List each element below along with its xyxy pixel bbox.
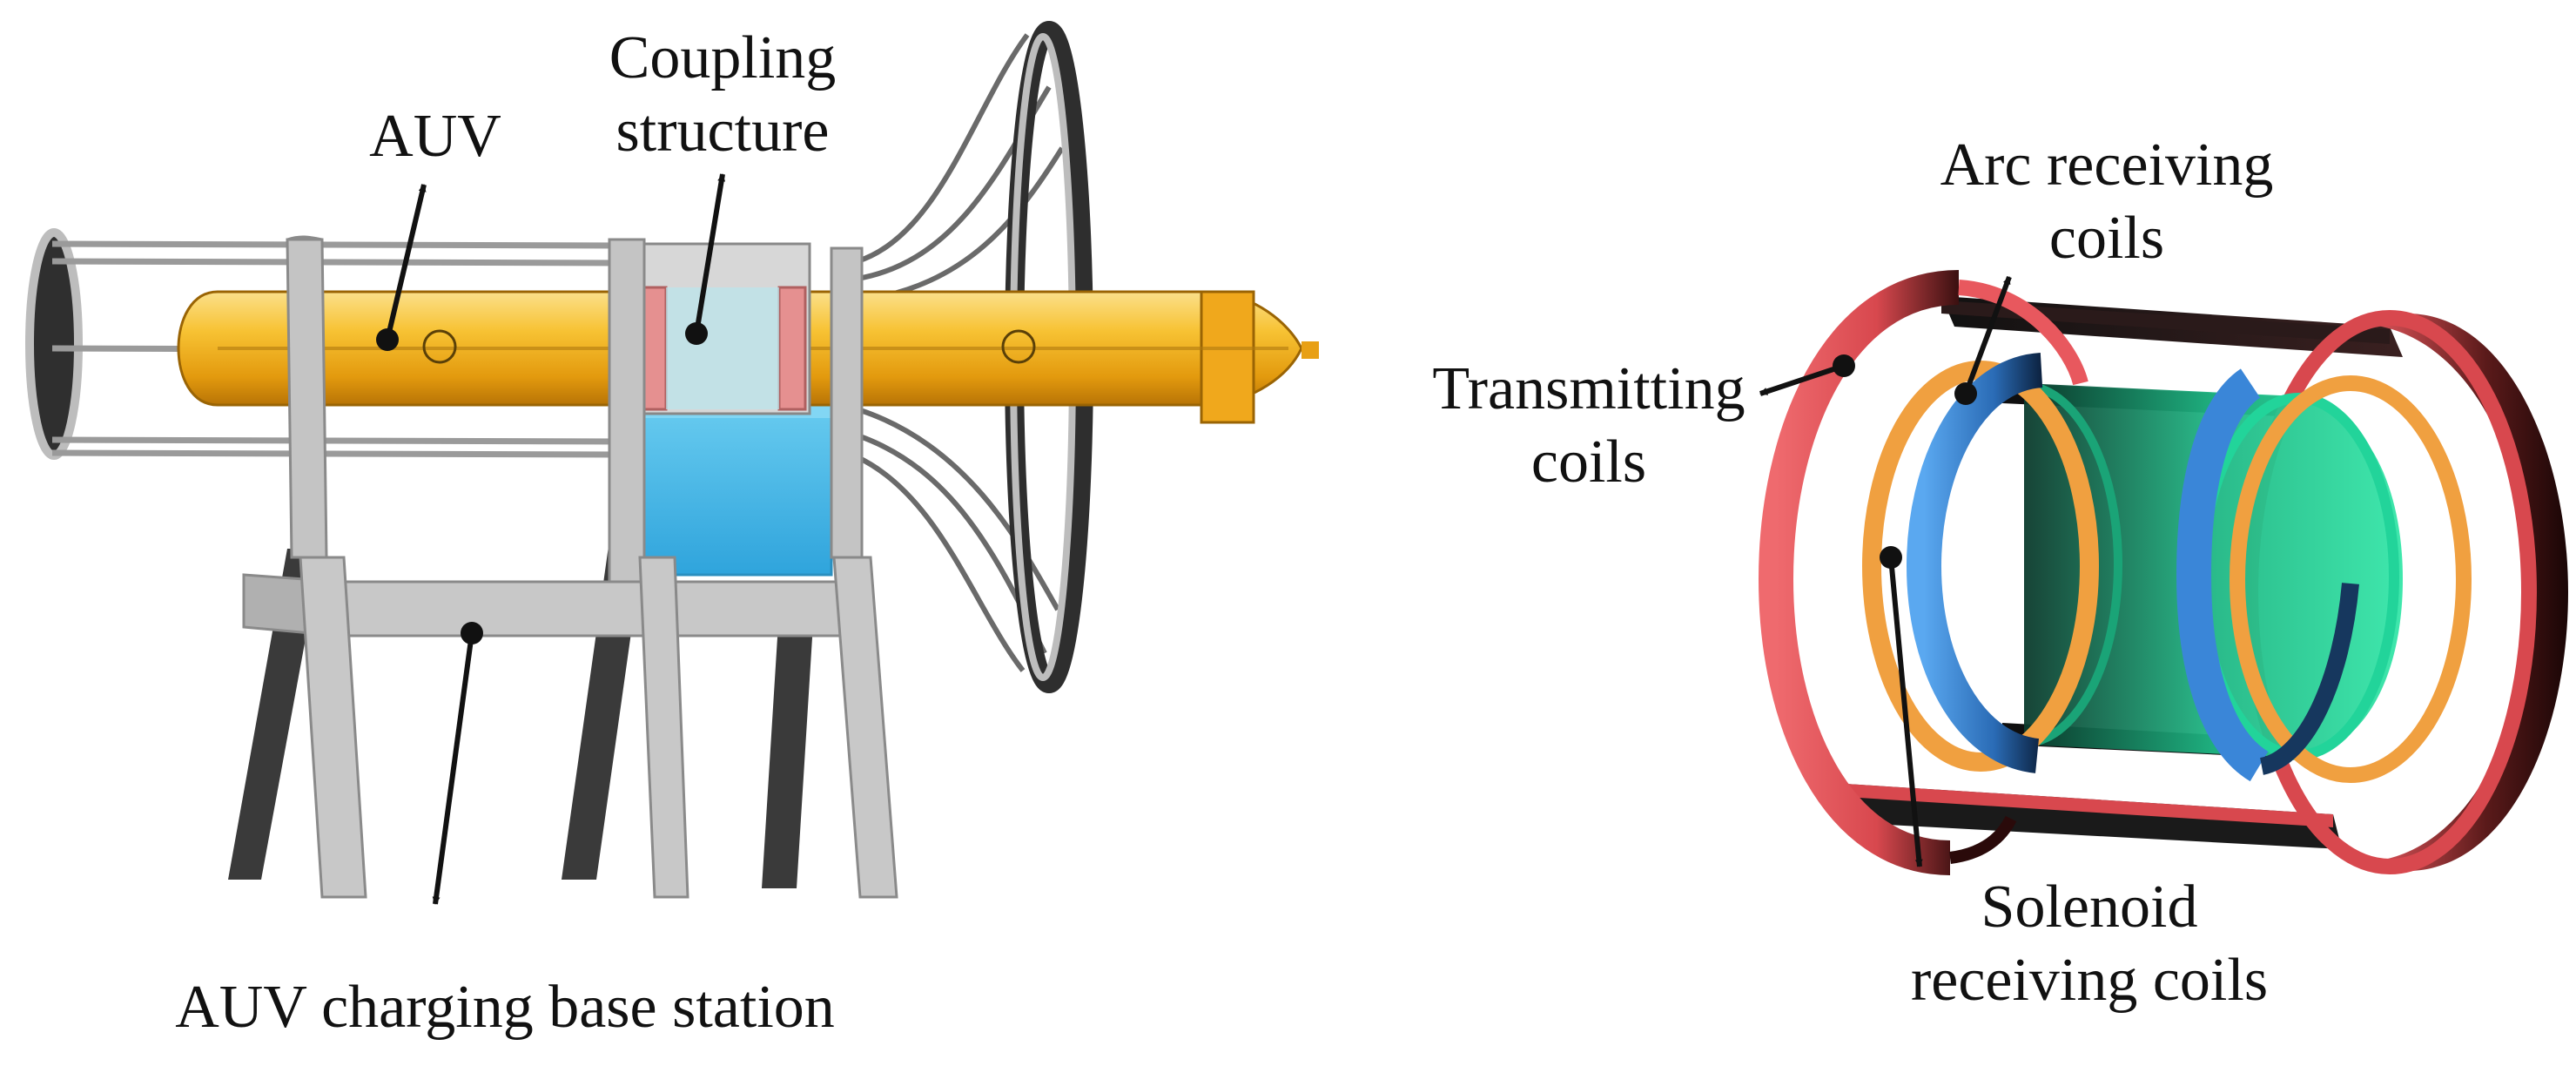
label-auv: AUV — [369, 103, 501, 170]
label-arc-receiving-coils: Arc receiving coils — [1940, 132, 2274, 272]
arrow-icon — [1888, 557, 1923, 867]
label-coupling-structure: Coupling structure — [609, 24, 837, 165]
right-arrows — [1759, 275, 2012, 867]
label-solenoid-receiving-coils: Solenoid receiving coils — [1910, 874, 2269, 1014]
auv-base-station — [25, 21, 1319, 905]
coil-structure — [1758, 270, 2568, 875]
label-transmitting-coils: Transmitting coils — [1432, 355, 1745, 496]
arrow-icon — [1963, 275, 2012, 395]
frame-end-ring — [25, 228, 83, 460]
arrow-icon — [385, 184, 427, 341]
coupling-structure — [608, 238, 811, 607]
arrow-icon — [432, 632, 474, 905]
arrow-icon — [694, 173, 726, 334]
arc-receiving-coils — [1906, 353, 2359, 782]
left-arrows — [385, 173, 726, 905]
label-base-station: AUV charging base station — [175, 974, 835, 1041]
transmitting-coil-front — [1758, 270, 2088, 875]
solenoid-receiving-coils — [1862, 361, 2472, 783]
arrow-icon — [1759, 363, 1845, 396]
